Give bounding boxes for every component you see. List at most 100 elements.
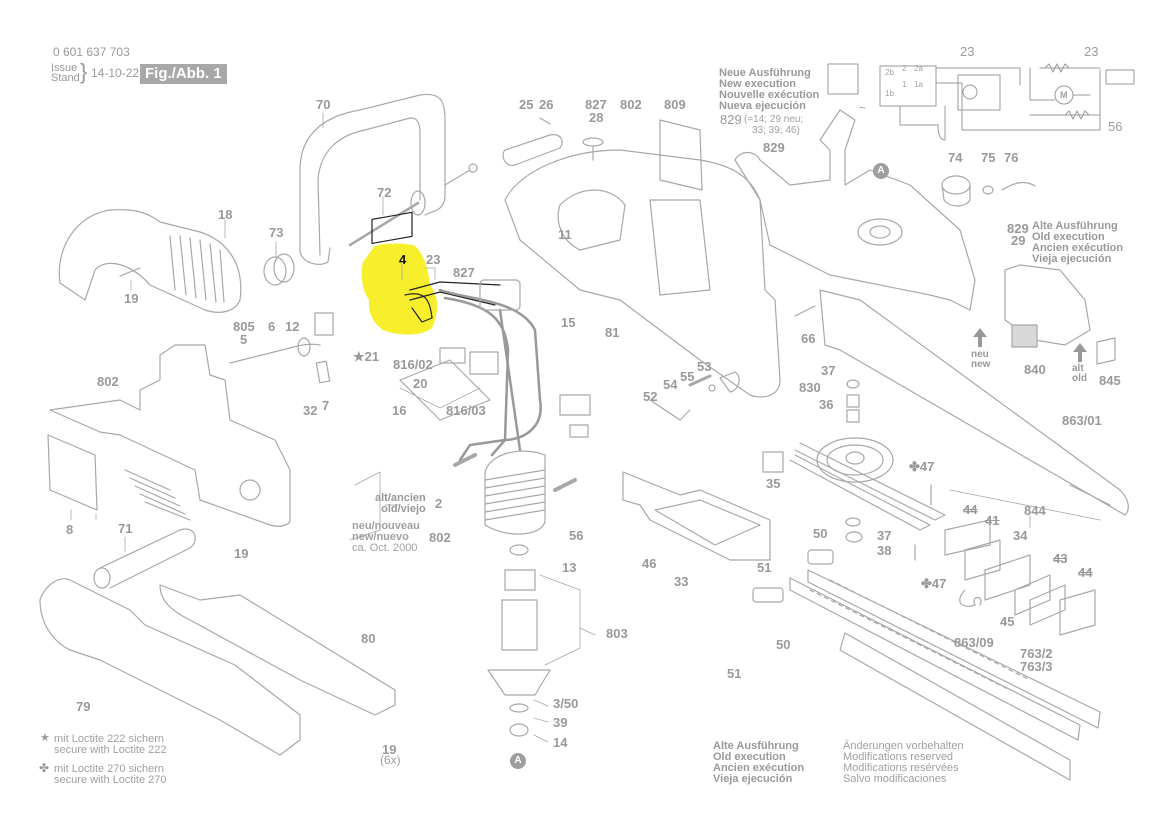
part-holder-50[interactable] bbox=[807, 549, 834, 565]
part-handle-70[interactable] bbox=[299, 93, 478, 265]
legend-star-line1: mit Loctite 222 sichern bbox=[54, 733, 165, 745]
label-part-38: 38 bbox=[877, 543, 892, 558]
label-part-15: 15 bbox=[561, 315, 576, 330]
brace-symbol: } bbox=[80, 59, 88, 84]
label-part-39: 39 bbox=[553, 715, 568, 730]
part-field-coil-2[interactable] bbox=[453, 450, 577, 535]
label-part-81: 81 bbox=[605, 325, 620, 340]
field-coil-new-line2: new/nuevo bbox=[352, 531, 409, 543]
label-part-802-top: 802 bbox=[620, 97, 642, 112]
part-armature-3-50[interactable] bbox=[487, 544, 551, 737]
part-knob-73[interactable] bbox=[263, 253, 295, 286]
part-carriage-829[interactable] bbox=[734, 109, 976, 311]
part-knob-74[interactable] bbox=[941, 175, 971, 207]
modifications-es: Salvo modificaciones bbox=[843, 773, 947, 785]
label-neu: neu bbox=[971, 349, 989, 360]
legend-loctite-222: mit Loctite 222 sichern secure with Loct… bbox=[54, 734, 167, 756]
part-spring-25-26[interactable] bbox=[502, 117, 563, 167]
label-part-827-top: 827 bbox=[585, 97, 607, 112]
old-exec-bottom-de: Alte Ausführung bbox=[713, 740, 799, 752]
clover-icon: ✤ bbox=[39, 761, 50, 775]
part-plate-845[interactable] bbox=[1096, 337, 1116, 365]
part-lever-52-55[interactable] bbox=[649, 371, 740, 421]
part-block-35[interactable] bbox=[762, 451, 784, 473]
label-part-827: 827 bbox=[453, 265, 475, 280]
arrow-new-icon bbox=[973, 328, 987, 347]
part-knob-28[interactable] bbox=[582, 137, 604, 161]
part-bushings-36[interactable] bbox=[845, 379, 863, 543]
legend-clover-line1: mit Loctite 270 sichern bbox=[54, 763, 165, 775]
label-part-802-left: 802 bbox=[97, 374, 119, 389]
label-part-19: 19 bbox=[124, 291, 139, 306]
label-part-55: 55 bbox=[680, 369, 695, 384]
field-coil-old-note: alt/ancien old/viejo bbox=[375, 493, 426, 515]
label-part-46: 46 bbox=[642, 556, 657, 571]
part-motor-cover-18[interactable] bbox=[58, 209, 242, 313]
old-execution-note-top: Alte Ausführung Old execution Ancien exé… bbox=[1032, 221, 1123, 265]
part-number: 0 601 637 703 bbox=[53, 45, 130, 59]
label-part-25: 25 bbox=[519, 97, 534, 112]
label-part-805: 805 bbox=[233, 319, 255, 334]
label-part-53: 53 bbox=[697, 359, 712, 374]
label-part-51: 51 bbox=[757, 560, 772, 575]
part-washer-75[interactable] bbox=[982, 185, 994, 195]
cables bbox=[438, 288, 542, 462]
part-plate-809[interactable] bbox=[659, 119, 703, 191]
old-exec-part-29: 29 bbox=[1011, 233, 1026, 248]
part-spring-76[interactable] bbox=[1001, 181, 1036, 191]
circuit-label-56: 56 bbox=[1108, 119, 1123, 134]
label-part-28: 28 bbox=[589, 110, 604, 125]
part-pad-840[interactable] bbox=[1011, 324, 1038, 348]
label-part-840: 840 bbox=[1024, 362, 1046, 377]
label-part-829: 829 bbox=[763, 140, 785, 155]
terminal-2a: 2a bbox=[914, 64, 923, 73]
new-execution-part: 829 bbox=[720, 112, 742, 127]
part-plate-8[interactable] bbox=[47, 434, 98, 511]
label-part-56: 56 bbox=[569, 528, 584, 543]
part-housing-802-main[interactable] bbox=[504, 149, 781, 398]
part-inserts-844[interactable] bbox=[944, 519, 1096, 636]
part-base-plate-33[interactable] bbox=[622, 471, 771, 561]
part-housing-802[interactable] bbox=[49, 344, 291, 527]
highlight-part-4[interactable] bbox=[361, 243, 438, 335]
label-part-44-right: 44 bbox=[1078, 565, 1093, 580]
motor-symbol: M bbox=[1060, 90, 1068, 100]
part-blades-763[interactable] bbox=[789, 569, 1101, 741]
part-roller-71[interactable] bbox=[93, 528, 196, 589]
terminal-1: 1 bbox=[902, 80, 907, 89]
legend-star-line2: secure with Loctite 222 bbox=[54, 744, 167, 756]
label-part-11: 11 bbox=[558, 227, 572, 242]
label-part-14: 14 bbox=[553, 735, 568, 750]
label-part-863-01: 863/01 bbox=[1062, 413, 1102, 428]
new-execution-note: Neue Ausführung New execution Nouvelle e… bbox=[719, 68, 819, 112]
wiring-diagram bbox=[827, 63, 1135, 141]
old-exec-top-fr: Ancien exécution bbox=[1032, 242, 1124, 254]
part-blade-863-01[interactable] bbox=[819, 289, 1129, 516]
part-holder-51[interactable] bbox=[752, 587, 784, 603]
old-exec-top-de: Alte Ausführung bbox=[1032, 220, 1118, 232]
field-coil-old-line2: old/viejo bbox=[381, 503, 426, 515]
part-screw-66[interactable] bbox=[794, 305, 816, 317]
label-part-809: 809 bbox=[664, 97, 686, 112]
label-part-21: ★21 bbox=[353, 349, 380, 364]
part-guard-79[interactable] bbox=[39, 578, 301, 756]
label-part-44-left: 44 bbox=[963, 502, 978, 517]
new-exec-en: New execution bbox=[719, 78, 797, 90]
label-part-5: 5 bbox=[240, 332, 248, 347]
label-part-3-50: 3/50 bbox=[553, 696, 579, 711]
issue-label: Issue Stand bbox=[51, 63, 80, 84]
part-gear-830[interactable] bbox=[789, 437, 946, 531]
label-part-8: 8 bbox=[66, 522, 74, 537]
part-switch-827[interactable] bbox=[479, 279, 521, 311]
label-part-52: 52 bbox=[643, 389, 658, 404]
part-brush-holder-816[interactable] bbox=[399, 347, 591, 438]
part-guard-80[interactable] bbox=[159, 584, 396, 716]
label-part-66: 66 bbox=[801, 331, 816, 346]
part-cable-805[interactable] bbox=[229, 312, 334, 384]
label-part-75: 75 bbox=[981, 150, 996, 165]
label-part-20: 20 bbox=[413, 376, 428, 391]
part-blade-863-09[interactable] bbox=[839, 632, 1071, 781]
label-part-74: 74 bbox=[948, 150, 963, 165]
label-part-80: 80 bbox=[361, 631, 376, 646]
part-screw-19[interactable] bbox=[119, 267, 141, 277]
